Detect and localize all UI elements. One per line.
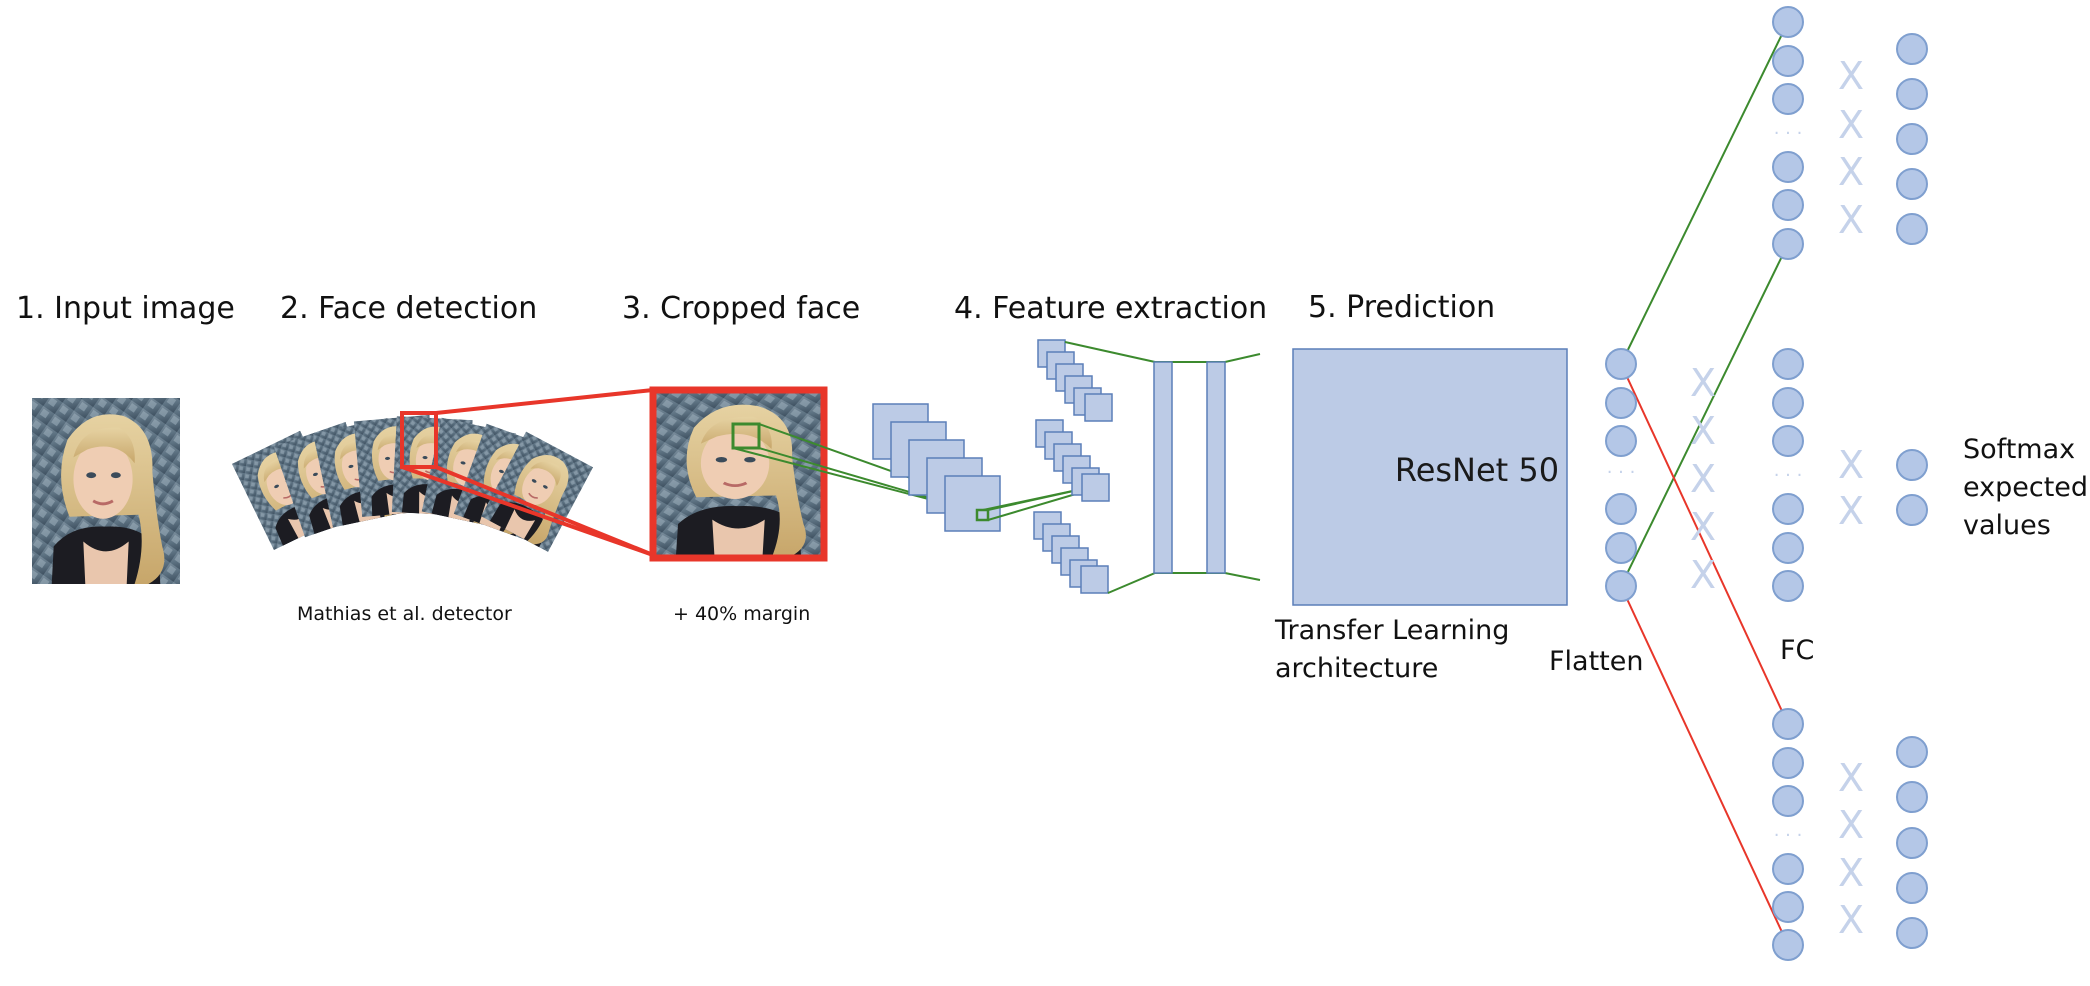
resnet-block: ResNet 50 xyxy=(1292,348,1568,606)
fc-node xyxy=(1772,708,1804,740)
output-top-node xyxy=(1896,213,1928,245)
detection-box xyxy=(400,411,438,469)
flatten-dropout-cross: X xyxy=(1690,361,1716,405)
fc-node xyxy=(1772,747,1804,779)
fc-node xyxy=(1772,532,1804,564)
fc-node xyxy=(1772,570,1804,602)
flatten-node xyxy=(1605,425,1637,457)
fc-top-cross: X xyxy=(1838,103,1864,147)
fc-dots: · · · xyxy=(1774,465,1803,486)
output-top-node xyxy=(1896,123,1928,155)
resnet-box xyxy=(1292,348,1568,606)
output-bottom-node xyxy=(1896,781,1928,813)
fc-top-cross: X xyxy=(1838,198,1864,242)
flatten-node xyxy=(1605,570,1637,602)
step-prediction-label: 5. Prediction xyxy=(1308,290,1496,325)
flatten-node xyxy=(1605,348,1637,380)
flatten-dots: · · · xyxy=(1607,462,1636,483)
output-bottom-node xyxy=(1896,917,1928,949)
detector-caption: Mathias et al. detector xyxy=(297,603,512,625)
step-input-image-label: 1. Input image xyxy=(16,291,235,326)
zoom-lines xyxy=(401,388,654,557)
fc-node xyxy=(1772,929,1804,961)
receptive-field-box xyxy=(731,422,761,450)
output-top-node xyxy=(1896,33,1928,65)
output-bottom-node xyxy=(1896,872,1928,904)
output-top-node xyxy=(1896,168,1928,200)
fc-node xyxy=(1772,83,1804,115)
flatten-node xyxy=(1605,532,1637,564)
fc-node xyxy=(1772,6,1804,38)
step-cropped-face-label: 3. Cropped face xyxy=(622,291,861,326)
fc-node xyxy=(1772,348,1804,380)
fc-node xyxy=(1772,853,1804,885)
softmax-line2: expected xyxy=(1963,472,2089,503)
face-detection-strip xyxy=(231,411,594,552)
resnet-label: ResNet 50 xyxy=(1395,451,1559,489)
input-image xyxy=(32,398,180,584)
output-top-node xyxy=(1896,78,1928,110)
feature-maps-bottom xyxy=(1033,511,1109,594)
fc-bottom-cross: X xyxy=(1838,803,1864,847)
flatten-dropout-cross: X xyxy=(1690,409,1716,453)
flatten-caption: Flatten xyxy=(1549,646,1644,677)
flatten-node xyxy=(1605,387,1637,419)
flatten-dropout-cross: X xyxy=(1690,457,1716,501)
fc-top-cross: X xyxy=(1838,150,1864,194)
crop-frame xyxy=(649,386,828,562)
transfer-learning-line1: Transfer Learning xyxy=(1275,615,1510,646)
dense-bars xyxy=(1153,361,1226,574)
feature-maps-top xyxy=(1037,339,1113,422)
fc-node xyxy=(1772,151,1804,183)
flatten-dropout-cross: X xyxy=(1690,553,1716,597)
feature-maps-middle xyxy=(1035,419,1110,502)
feature-point xyxy=(975,508,990,522)
fc-dots: · · · xyxy=(1774,123,1803,144)
fc-caption: FC xyxy=(1780,635,1815,666)
transfer-learning-line2: architecture xyxy=(1275,653,1439,684)
output-bottom-node xyxy=(1896,827,1928,859)
flatten-dropout-cross: X xyxy=(1690,505,1716,549)
transfer-learning-caption: Transfer Learning architecture xyxy=(1275,612,1509,688)
conv-layer-stack xyxy=(872,403,1001,532)
fc-bottom-cross: X xyxy=(1838,898,1864,942)
softmax-node xyxy=(1896,449,1928,481)
softmax-line1: Softmax xyxy=(1963,434,2076,465)
softmax-node xyxy=(1896,494,1928,526)
margin-caption: + 40% margin xyxy=(673,603,811,625)
step-face-detection-label: 2. Face detection xyxy=(280,291,538,326)
fc-node xyxy=(1772,228,1804,260)
flatten-node xyxy=(1605,493,1637,525)
cropped-face xyxy=(649,386,828,562)
softmax-caption: Softmax expected values xyxy=(1963,431,2088,545)
fc-node xyxy=(1772,425,1804,457)
fc-bottom-cross: X xyxy=(1838,756,1864,800)
softmax-line3: values xyxy=(1963,510,2051,541)
fc-node xyxy=(1772,189,1804,221)
fc-node xyxy=(1772,891,1804,923)
fc-connection-lines xyxy=(1620,21,1789,946)
fc-bottom-cross: X xyxy=(1838,851,1864,895)
output-bottom-node xyxy=(1896,736,1928,768)
fc-dots: · · · xyxy=(1774,825,1803,846)
fc-mid-cross: X xyxy=(1838,489,1864,533)
step-feature-extraction-label: 4. Feature extraction xyxy=(954,291,1268,326)
fc-top-cross: X xyxy=(1838,54,1864,98)
fc-node xyxy=(1772,785,1804,817)
ellipsis-dots: · · · · · · · · · · · · xyxy=(1607,123,1803,846)
network-nodes xyxy=(1605,6,1928,961)
fc-node xyxy=(1772,493,1804,525)
funnel-lines xyxy=(1064,341,1261,594)
fc-node xyxy=(1772,387,1804,419)
fc-mid-cross: X xyxy=(1838,443,1864,487)
fc-node xyxy=(1772,45,1804,77)
